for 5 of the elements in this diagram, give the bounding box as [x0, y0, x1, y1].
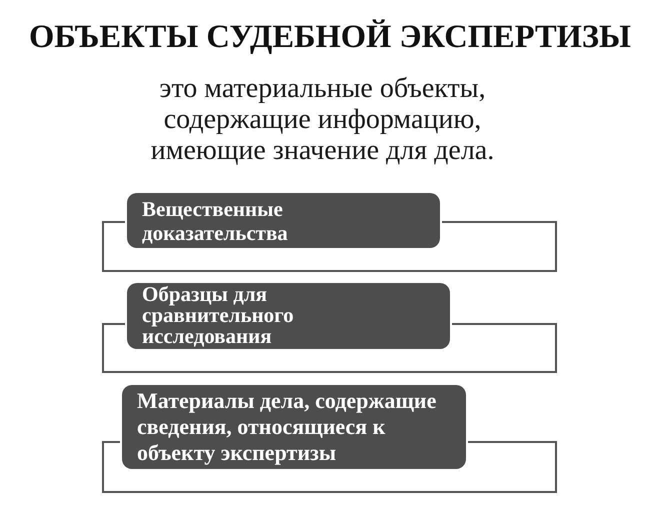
definition-text: это материальные объекты, содержащие информацию, имеющие значение для дела. — [150, 73, 496, 166]
category-box: Вещественные доказательства — [127, 193, 440, 248]
category-box: Материалы дела, содержащие сведения, относящиеся к объекту экспертизы — [122, 385, 466, 469]
diagram-title: ОБЪЕКТЫ СУДЕБНОЙ ЭКСПЕРТИЗЫ — [28, 19, 632, 55]
category-box: Образцы для сравнительного исследования — [127, 283, 450, 349]
